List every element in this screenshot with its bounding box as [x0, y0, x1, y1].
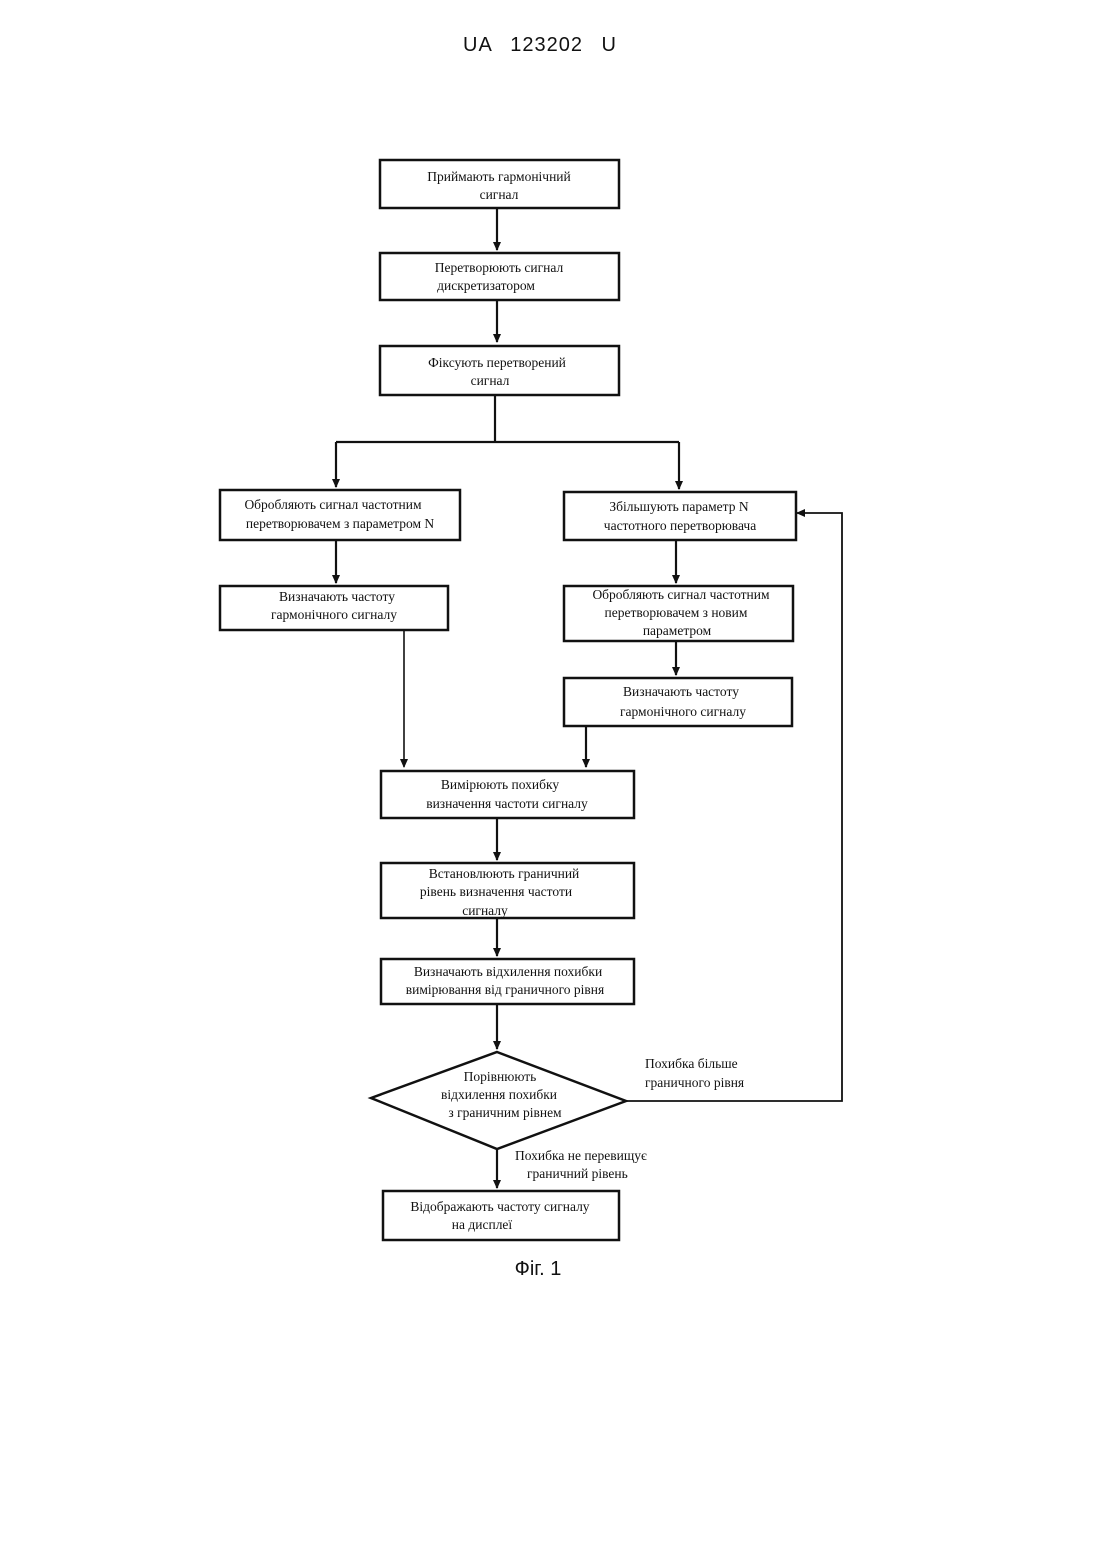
node-set-limit: Встановлюють граничний рівень визначення…	[381, 863, 634, 918]
node-set-limit-line-2: рівень визначення частоти	[420, 884, 572, 899]
node-compare-line-1: Порівнюють	[464, 1069, 537, 1084]
node-deviation-line-1: Визначають відхилення похибки	[414, 964, 602, 979]
node-process-new-line-1: Обробляють сигнал частотним	[592, 587, 770, 602]
node-fix-line-2: сигнал	[471, 373, 510, 388]
node-convert: Перетворюють сигнал дискретизатором	[380, 253, 619, 300]
node-measure-error-line-2: визначення частоти сигналу	[426, 796, 588, 811]
node-determine-left-line-1: Визначають частоту	[279, 589, 395, 604]
node-display-line-2: на дисплеї	[452, 1217, 513, 1232]
edge-label-greater-line-2: граничного рівня	[645, 1075, 744, 1090]
node-increase-n-line-2: частотного перетворювача	[604, 518, 756, 533]
node-determine-left-line-2: гармонічного сигналу	[271, 607, 397, 622]
node-display-line-1: Відображають частоту сигналу	[410, 1199, 589, 1214]
node-measure-error: Вимірюють похибку визначення частоти сиг…	[381, 771, 634, 818]
node-fix: Фіксують перетворений сигнал	[380, 346, 619, 395]
edge-label-not-exceed: Похибка не перевищує граничний рівень	[515, 1148, 647, 1181]
node-determine-right-line-1: Визначають частоту	[623, 684, 739, 699]
node-determine-left: Визначають частоту гармонічного сигналу	[220, 586, 448, 630]
node-process-n-line-1: Обробляють сигнал частотним	[244, 497, 422, 512]
node-process-new-line-3: параметром	[643, 623, 712, 638]
node-increase-n-line-1: Збільшують параметр N	[609, 499, 748, 514]
node-deviation-line-2: вимірювання від граничного рівня	[406, 982, 604, 997]
node-increase-n: Збільшують параметр N частотного перетво…	[564, 492, 796, 540]
node-compare-line-2: відхилення похибки	[441, 1087, 557, 1102]
node-process-n: Обробляють сигнал частотним перетворювач…	[220, 490, 460, 540]
edge-label-not-exceed-line-1: Похибка не перевищує	[515, 1148, 647, 1163]
node-receive-line-2: сигнал	[480, 187, 519, 202]
node-compare-decision: Порівнюють відхилення похибки з гранични…	[371, 1052, 626, 1149]
node-determine-right-line-2: гармонічного сигналу	[620, 704, 746, 719]
node-measure-error-line-1: Вимірюють похибку	[441, 777, 560, 792]
node-set-limit-line-1: Встановлюють граничний	[429, 866, 580, 881]
edge-label-not-exceed-line-2: граничний рівень	[527, 1166, 628, 1181]
node-convert-line-1: Перетворюють сигнал	[435, 260, 564, 275]
node-convert-line-2: дискретизатором	[437, 278, 535, 293]
node-process-n-line-2: перетворювачем з параметром N	[246, 516, 434, 531]
edge-label-greater: Похибка більше граничного рівня	[645, 1056, 744, 1090]
node-compare-line-3: з граничним рівнем	[448, 1105, 562, 1120]
figure-caption: Фіг. 1	[0, 1258, 1076, 1281]
edge-label-greater-line-1: Похибка більше	[645, 1056, 738, 1071]
node-determine-right: Визначають частоту гармонічного сигналу	[564, 678, 792, 726]
node-process-new-line-2: перетворювачем з новим	[605, 605, 748, 620]
node-process-new: Обробляють сигнал частотним перетворювач…	[564, 586, 793, 641]
node-deviation: Визначають відхилення похибки вимірюванн…	[381, 959, 634, 1004]
node-receive: Приймають гармонічний сигнал	[380, 160, 619, 208]
node-fix-line-1: Фіксують перетворений	[428, 355, 566, 370]
node-display: Відображають частоту сигналу на дисплеї	[383, 1191, 619, 1240]
node-set-limit-line-3: сигналу	[462, 903, 508, 918]
node-receive-line-1: Приймають гармонічний	[427, 169, 571, 184]
